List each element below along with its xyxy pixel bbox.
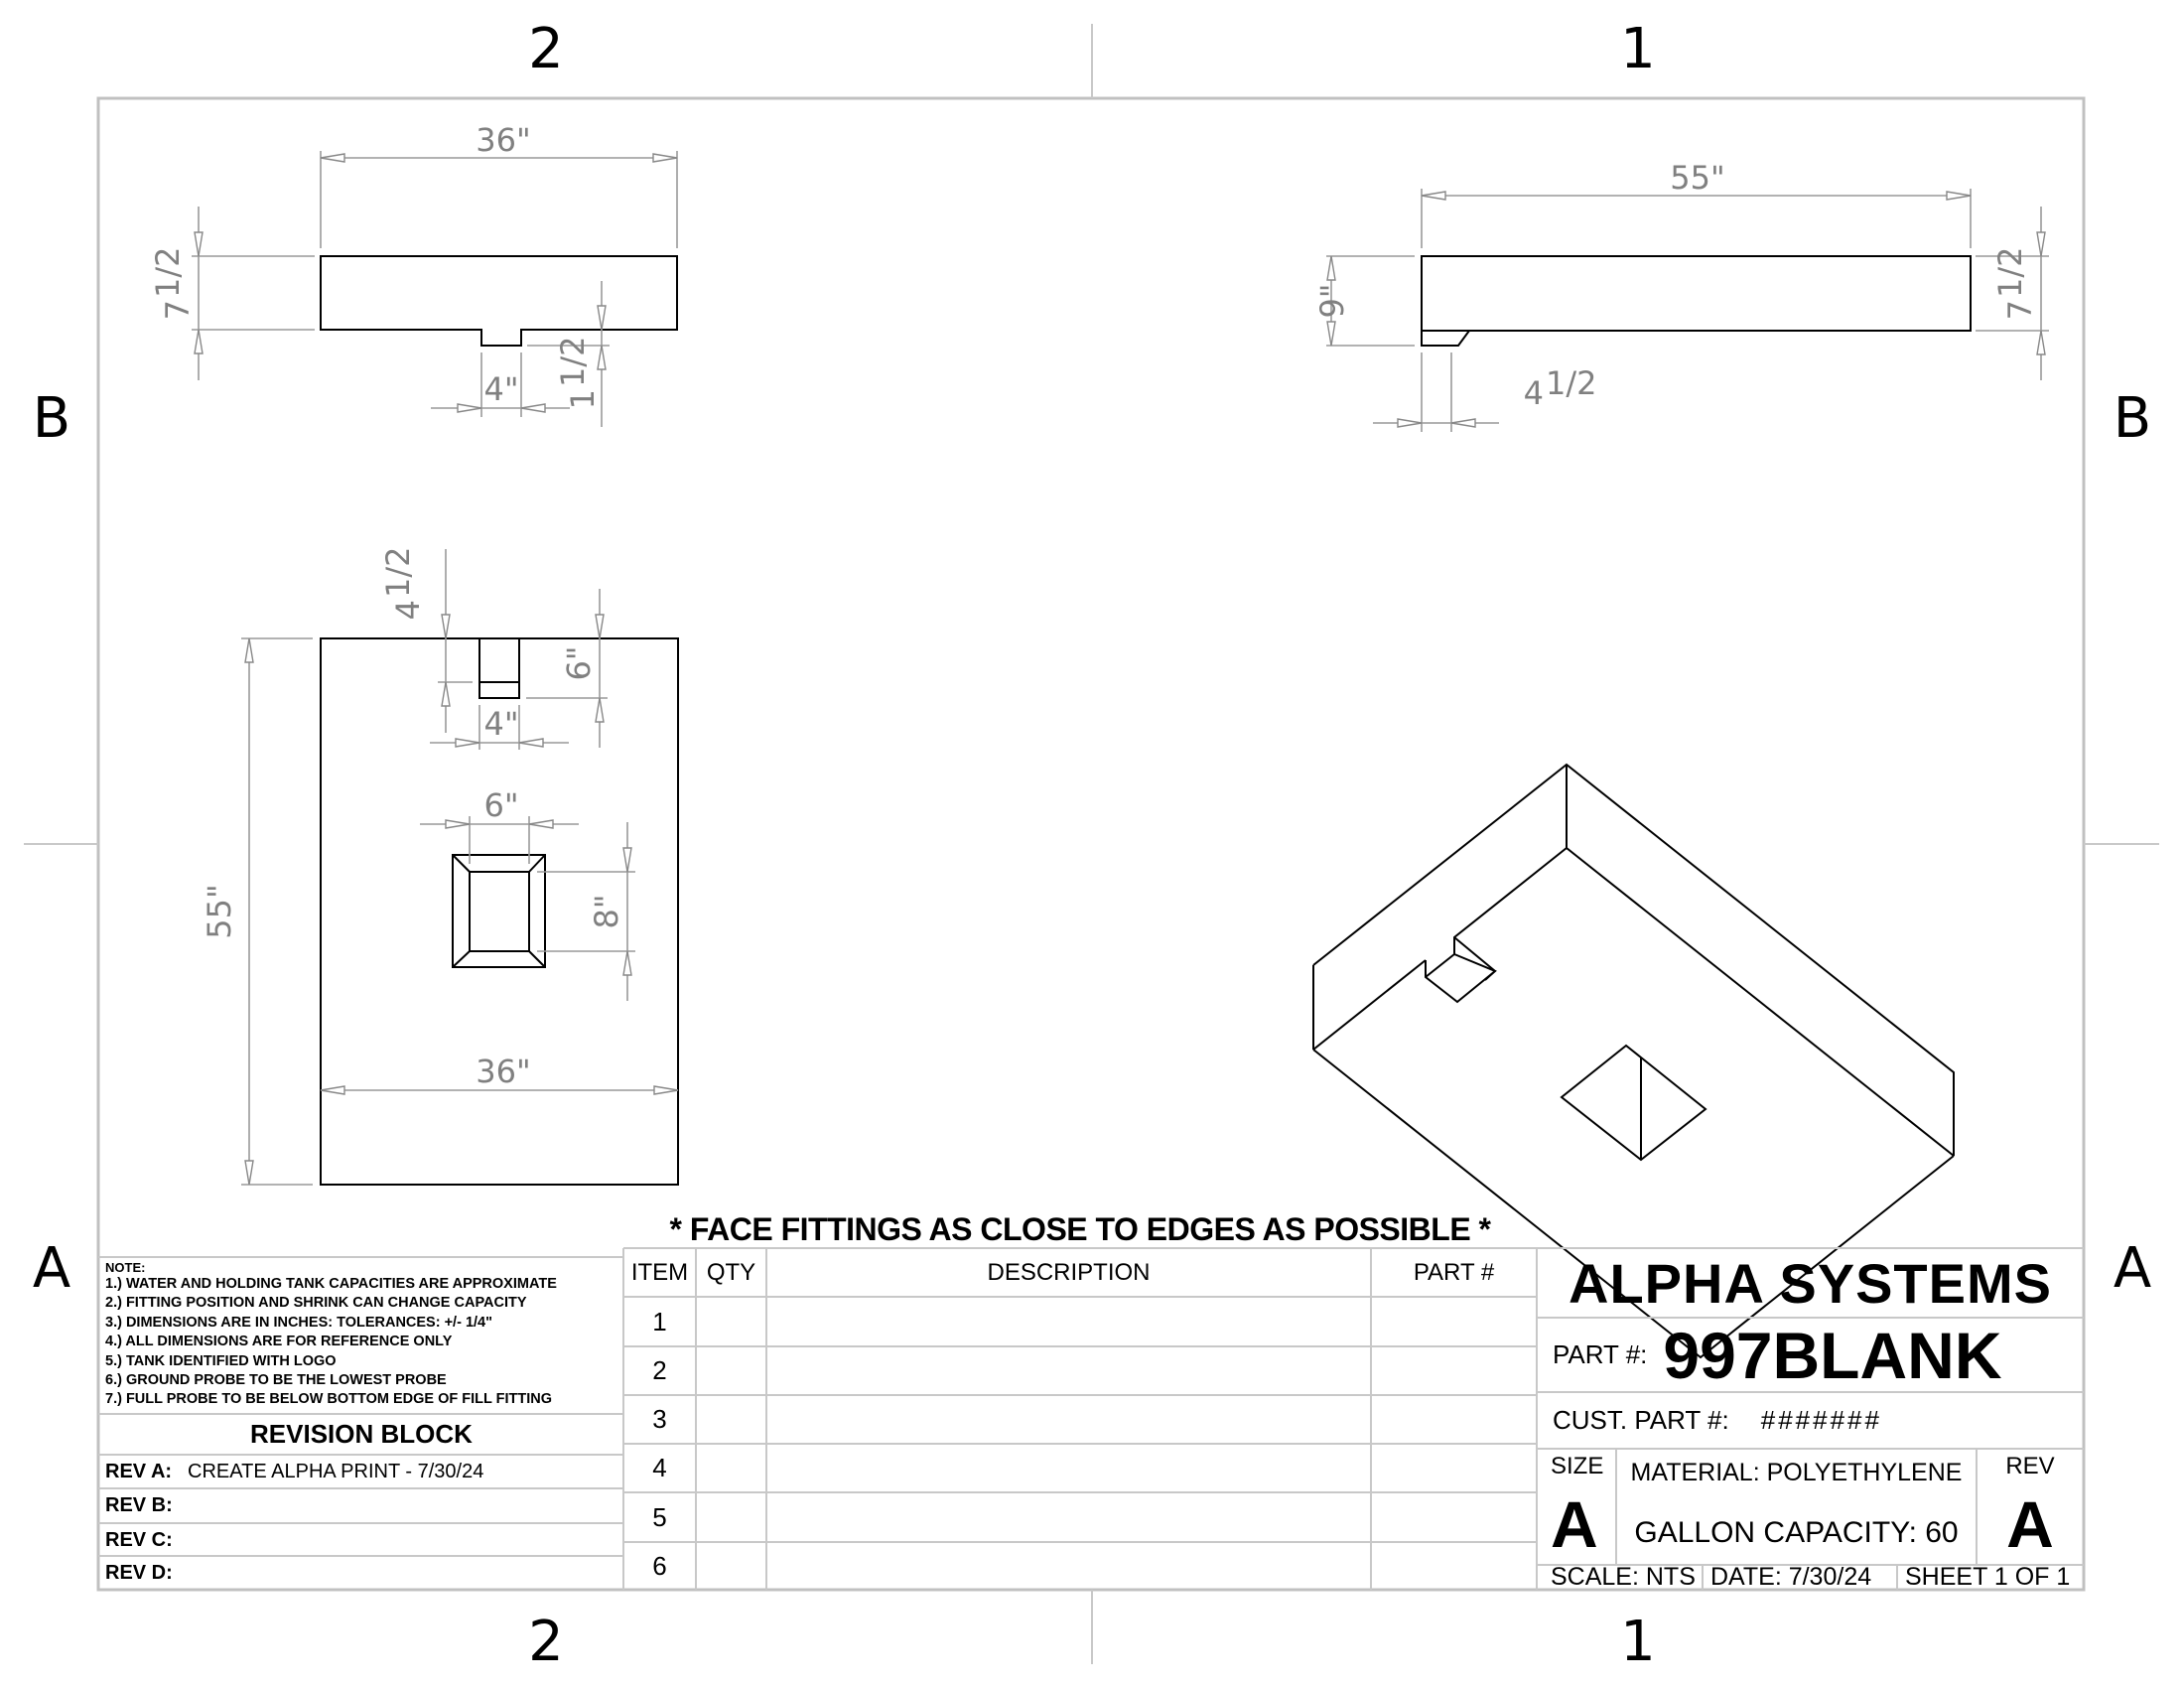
revision-label: REV D: (105, 1561, 173, 1584)
zone-col-1-bottom: 1 (1620, 1610, 1656, 1674)
top-slot-offset-dim: 4 1/2 (379, 547, 427, 621)
svg-text:1/2: 1/2 (379, 547, 417, 599)
revision-row: REV C: (99, 1523, 623, 1557)
bom-header-description: DESCRIPTION (987, 1258, 1151, 1286)
note-item: 3.) DIMENSIONS ARE IN INCHES: TOLERANCES… (105, 1314, 492, 1331)
notes-heading: NOTE: (105, 1260, 146, 1275)
side-height-dim: 9" (1313, 283, 1351, 318)
front-notch-depth-dim: 1 1/2 (554, 337, 602, 410)
side-step-width-dim: 4 1/2 (1524, 364, 1597, 412)
zone-col-2-bottom: 2 (528, 1610, 564, 1674)
customer-part-number: ####### (1760, 1405, 1882, 1435)
note-item: 4.) ALL DIMENSIONS ARE FOR REFERENCE ONL… (105, 1334, 453, 1350)
front-view (192, 151, 678, 427)
scale: SCALE: NTS (1551, 1563, 1696, 1591)
front-height-dim: 7 1/2 (149, 247, 197, 321)
revision-label: REV C: (105, 1528, 173, 1551)
date: DATE: 7/30/24 (1710, 1563, 1872, 1591)
top-fitting-width-dim: 6" (483, 786, 518, 824)
zone-row-b-right: B (2114, 386, 2151, 451)
note-item: 2.) FITTING POSITION AND SHRINK CAN CHAN… (105, 1295, 527, 1312)
zone-col-2-top: 2 (528, 17, 564, 81)
front-width-dim: 36" (476, 121, 530, 159)
bom-header-part: PART # (1413, 1258, 1495, 1286)
top-fitting-height-dim: 8" (588, 894, 625, 928)
customer-part-row: CUST. PART #: ####### (1537, 1392, 2084, 1449)
bom-header-item: ITEM (630, 1258, 689, 1286)
note-item: 5.) TANK IDENTIFIED WITH LOGO (105, 1352, 337, 1369)
svg-text:4: 4 (1524, 374, 1544, 412)
svg-text:7: 7 (2001, 300, 2039, 320)
side-length-dim: 55" (1670, 159, 1724, 197)
rev-label: REV (2005, 1453, 2055, 1479)
customer-part-label: CUST. PART #: (1553, 1405, 1729, 1435)
title-area-grid (98, 1247, 2084, 1590)
revision-row: REV A: CREATE ALPHA PRINT - 7/30/24 (99, 1455, 623, 1488)
sheet-border (24, 24, 2159, 1664)
isometric-view (1312, 763, 1955, 1359)
zone-row-a-right: A (2114, 1236, 2151, 1301)
revision-row: REV B: (99, 1488, 623, 1522)
zone-row-a-left: A (33, 1236, 70, 1301)
revision-row: REV D: (99, 1556, 623, 1590)
bom-row-item: 3 (652, 1404, 667, 1434)
rev-value: A (2006, 1487, 2054, 1561)
sheet-number: SHEET 1 OF 1 (1905, 1563, 2071, 1591)
material-cell: MATERIAL: POLYETHYLENE GALLON CAPACITY: … (1616, 1449, 1977, 1565)
bom-row-item: 6 (652, 1550, 667, 1581)
size-value: A (1551, 1487, 1598, 1561)
top-slot-width-dim: 4" (483, 705, 518, 743)
side-view (1326, 189, 2049, 432)
material: MATERIAL: POLYETHYLENE (1630, 1459, 1963, 1486)
svg-text:7: 7 (159, 300, 197, 320)
face-fittings-banner: * FACE FITTINGS AS CLOSE TO EDGES AS POS… (669, 1210, 1492, 1247)
part-number: 997BLANK (1663, 1318, 2002, 1392)
svg-text:1: 1 (564, 389, 602, 409)
top-slot-depth-dim: 6" (560, 645, 598, 680)
revision-text: CREATE ALPHA PRINT - 7/30/24 (188, 1460, 484, 1482)
revision-label: REV A: (105, 1460, 173, 1482)
revision-block-title: REVISION BLOCK (250, 1419, 473, 1449)
rev-cell: REV A (1977, 1449, 2084, 1565)
size-cell: SIZE A (1537, 1449, 1616, 1565)
bom-header-qty: QTY (706, 1258, 756, 1286)
front-notch-width-dim: 4" (483, 370, 518, 408)
bom-row-item: 1 (652, 1306, 667, 1336)
note-item: 1.) WATER AND HOLDING TANK CAPACITIES AR… (105, 1276, 557, 1292)
part-number-label: PART #: (1553, 1339, 1648, 1369)
bom-row-item: 5 (652, 1501, 667, 1532)
note-item: 7.) FULL PROBE TO BE BELOW BOTTOM EDGE O… (105, 1391, 553, 1408)
svg-text:1/2: 1/2 (1546, 364, 1597, 402)
svg-text:1/2: 1/2 (149, 247, 187, 299)
zone-col-1-top: 1 (1620, 17, 1656, 81)
bom-row-item: 4 (652, 1453, 667, 1482)
top-view (241, 549, 679, 1186)
side-body-height-dim: 7 1/2 (1991, 247, 2039, 321)
top-width-dim: 36" (476, 1053, 530, 1090)
company-name: ALPHA SYSTEMS (1569, 1251, 2052, 1315)
size-label: SIZE (1551, 1453, 1604, 1479)
zone-row-b-left: B (33, 386, 70, 451)
svg-text:1/2: 1/2 (554, 337, 592, 388)
note-item: 6.) GROUND PROBE TO BE THE LOWEST PROBE (105, 1372, 447, 1389)
notes-block: NOTE: 1.) WATER AND HOLDING TANK CAPACIT… (99, 1257, 623, 1414)
bom-row-item: 2 (652, 1355, 667, 1385)
top-length-dim: 55" (201, 884, 238, 938)
svg-text:4: 4 (389, 600, 427, 620)
revision-label: REV B: (105, 1493, 173, 1516)
svg-text:1/2: 1/2 (1991, 247, 2029, 299)
gallon-capacity: GALLON CAPACITY: 60 (1634, 1516, 1959, 1549)
part-number-row: PART #: 997BLANK (1537, 1318, 2084, 1392)
